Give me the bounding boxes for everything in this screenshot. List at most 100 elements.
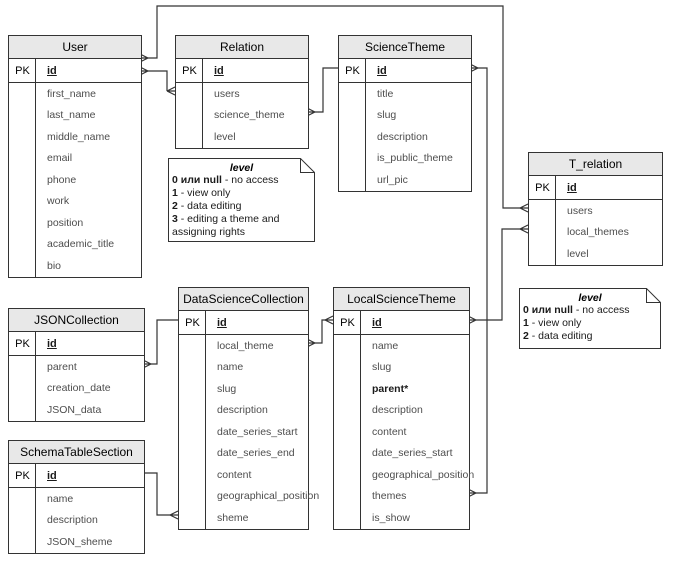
field-name: name xyxy=(47,492,74,505)
table-title: T_relation xyxy=(529,153,662,176)
field-name: title xyxy=(377,87,394,100)
table-row: slug xyxy=(339,105,471,127)
table-row: level xyxy=(176,126,308,148)
crowfoot-icon xyxy=(166,86,176,96)
table-row: date_series_start xyxy=(334,443,469,465)
field-name: description xyxy=(377,130,428,143)
table-row: local_theme xyxy=(179,335,308,357)
table-row: JSON_data xyxy=(9,399,144,421)
table-row: middle_name xyxy=(9,126,141,148)
field-name: is_show xyxy=(372,511,410,524)
pk-key-label: PK xyxy=(345,64,360,77)
pk-field-name: id xyxy=(47,337,57,350)
field-name: JSON_data xyxy=(47,403,102,416)
field-name: email xyxy=(47,152,73,165)
pk-key-label: PK xyxy=(340,316,355,329)
field-name: academic_title xyxy=(47,238,115,251)
pk-field-name: id xyxy=(214,64,224,77)
crowfoot-icon xyxy=(324,315,334,325)
field-name: level xyxy=(567,247,589,260)
table-row: academic_title xyxy=(9,234,141,256)
field-name: description xyxy=(47,514,98,527)
field-name: content xyxy=(217,468,252,481)
table-row: date_series_start xyxy=(179,421,308,443)
table-row: parent xyxy=(9,356,144,378)
pk-column-divider xyxy=(35,59,36,277)
pk-column-divider xyxy=(555,176,556,265)
table-row: content xyxy=(334,421,469,443)
table-row: description xyxy=(179,400,308,422)
folded-corner-icon xyxy=(646,288,661,303)
pk-key-label: PK xyxy=(15,64,30,77)
pk-key-label: PK xyxy=(185,316,200,329)
crowfoot-icon xyxy=(519,203,529,213)
pk-row: PK id xyxy=(334,311,469,335)
table-row: geographical_position xyxy=(334,464,474,486)
field-name: level xyxy=(214,130,236,143)
table-schematablesection[interactable]: SchemaTableSection PK id name description… xyxy=(8,440,145,554)
field-name: geographical_position xyxy=(217,490,320,503)
table-row: users xyxy=(176,83,308,105)
pk-column-divider xyxy=(35,332,36,421)
pk-field-name: id xyxy=(217,316,227,329)
pk-column-divider xyxy=(365,59,366,191)
table-title: JSONCollection xyxy=(9,309,144,332)
table-row: bio xyxy=(9,255,141,277)
note-relation-level[interactable]: level 0 или null - no access 1 - view on… xyxy=(168,158,315,242)
field-name: phone xyxy=(47,173,77,186)
field-name: local_themes xyxy=(567,226,629,239)
field-name: creation_date xyxy=(47,382,111,395)
field-name: science_theme xyxy=(214,109,285,122)
table-row: name xyxy=(179,357,308,379)
table-row: description xyxy=(334,400,469,422)
pk-key-label: PK xyxy=(15,469,30,482)
table-row: slug xyxy=(334,357,469,379)
table-title: SchemaTableSection xyxy=(9,441,144,464)
crowfoot-icon xyxy=(169,510,179,520)
pk-row: PK id xyxy=(9,464,144,488)
pk-field-name: id xyxy=(47,469,57,482)
field-name: work xyxy=(47,195,70,208)
field-name: description xyxy=(217,404,268,417)
field-name: bio xyxy=(47,259,62,272)
pk-row: PK id xyxy=(339,59,471,83)
field-name: slug xyxy=(217,382,237,395)
note-shape xyxy=(519,288,661,349)
field-name: date_series_start xyxy=(372,447,453,460)
pk-row: PK id xyxy=(529,176,662,200)
note-title: level xyxy=(229,162,254,174)
table-row: is_public_theme xyxy=(339,148,471,170)
table-row: sheme xyxy=(179,507,308,529)
note-t-relation-level[interactable]: level 0 или null - no access 1 - view on… xyxy=(519,288,661,349)
pk-key-label: PK xyxy=(15,337,30,350)
field-name: geographical_position xyxy=(372,468,475,481)
pk-field-name: id xyxy=(567,181,577,194)
pk-field-name: id xyxy=(47,64,57,77)
table-jsoncollection[interactable]: JSONCollection PK id parent creation_date… xyxy=(8,308,145,422)
connector-schematablesection-id-to-dsc-sheme xyxy=(143,472,179,520)
table-title: LocalScienceTheme xyxy=(334,288,469,311)
field-name: users xyxy=(567,204,593,217)
table-row: title xyxy=(339,83,471,105)
table-title: DataScienceCollection xyxy=(179,288,308,311)
table-row: themes xyxy=(334,486,469,508)
field-name: users xyxy=(214,87,240,100)
table-row: description xyxy=(9,510,144,532)
pk-field-name: id xyxy=(372,316,382,329)
table-row: position xyxy=(9,212,141,234)
table-row: work xyxy=(9,191,141,213)
table-row: email xyxy=(9,148,141,170)
table-row: is_show xyxy=(334,507,469,529)
field-name: date_series_start xyxy=(217,425,298,438)
table-row: name xyxy=(334,335,469,357)
note-line: 0 или null - no access xyxy=(523,304,630,316)
field-name: sheme xyxy=(217,511,249,524)
table-row: phone xyxy=(9,169,141,191)
pk-column-divider xyxy=(360,311,361,529)
